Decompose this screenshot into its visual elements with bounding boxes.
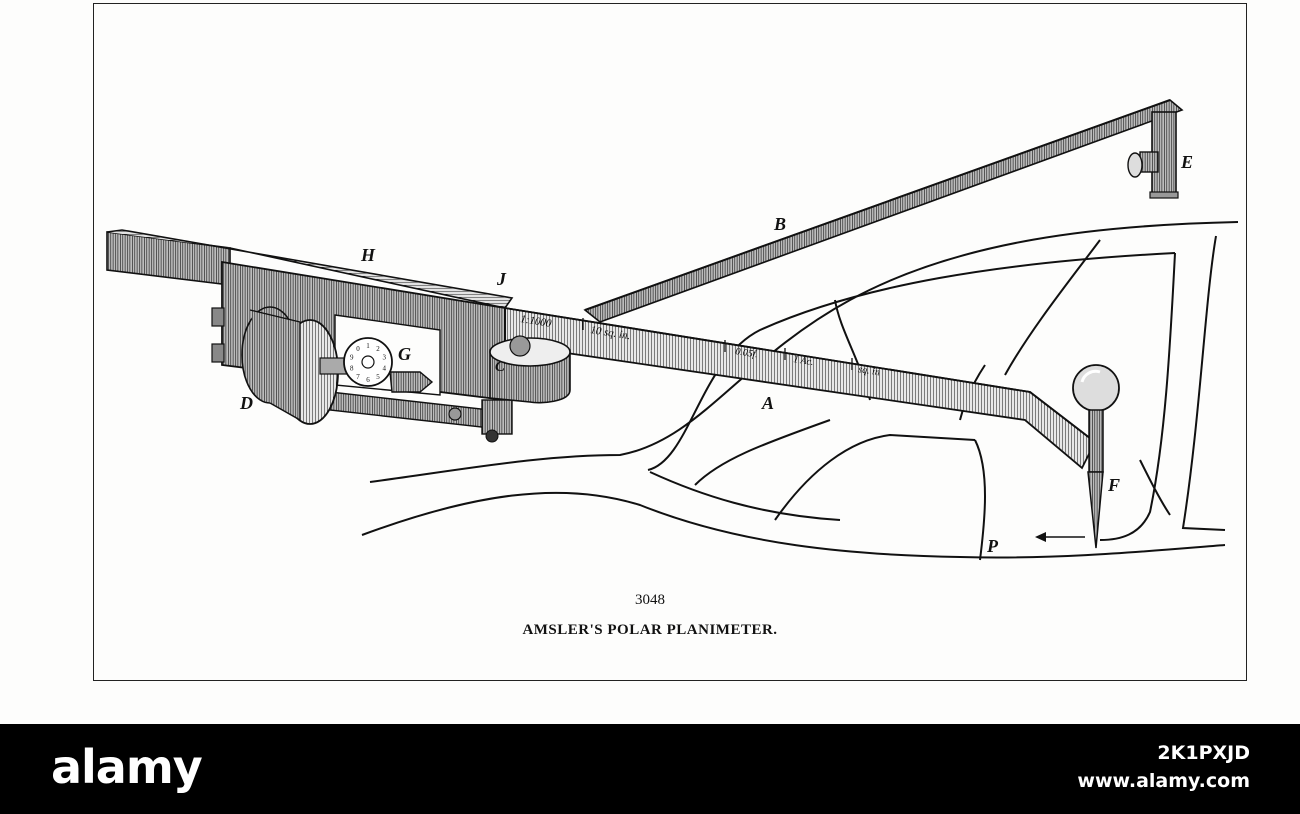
label-h: H bbox=[360, 245, 376, 265]
label-a: A bbox=[761, 393, 774, 413]
brand-logo[interactable]: alamy bbox=[51, 740, 203, 794]
label-e: E bbox=[1180, 152, 1193, 172]
image-id: 2K1PXJD bbox=[1157, 742, 1250, 764]
dial-digit: 2 bbox=[376, 345, 380, 353]
site-url[interactable]: www.alamy.com bbox=[1077, 770, 1250, 792]
label-j: J bbox=[496, 269, 507, 289]
part-labels: A B C D E F G H J P bbox=[239, 152, 1193, 556]
measuring-wheel-d bbox=[241, 306, 351, 425]
label-p: P bbox=[986, 536, 999, 556]
label-f: F bbox=[1107, 475, 1120, 495]
arm-scale-marks: 1:1000 10 sq. in. 0.05f. 1 Ac. sq. in bbox=[520, 313, 881, 378]
dial-digit: 9 bbox=[350, 354, 354, 362]
map-parcels bbox=[361, 221, 1239, 561]
label-g: G bbox=[398, 344, 411, 364]
dial-digit: 6 bbox=[366, 376, 370, 384]
scale-mark-005f: 0.05f. bbox=[735, 346, 759, 360]
scale-mark-ratio: 1:1000 bbox=[520, 313, 553, 330]
dial-digit: 1 bbox=[366, 342, 370, 350]
counter-dial-g bbox=[343, 337, 434, 393]
watermark-banner: alamy 2K1PXJD www.alamy.com bbox=[0, 724, 1300, 814]
pole-weight-e bbox=[1127, 111, 1179, 199]
tracer-point-f bbox=[1072, 364, 1120, 549]
dial-digit: 7 bbox=[356, 373, 360, 381]
label-d: D bbox=[239, 393, 253, 413]
dial-digit: 3 bbox=[382, 354, 386, 362]
dial-digit: 4 bbox=[382, 364, 386, 372]
figure-number: 3048 bbox=[635, 592, 665, 608]
label-c: C bbox=[495, 359, 506, 375]
dial-digit: 8 bbox=[350, 364, 354, 372]
scale-mark-1ac: 1 Ac. bbox=[793, 354, 815, 368]
pivot-c bbox=[489, 335, 571, 404]
pole-arm-b bbox=[583, 99, 1184, 323]
label-b: B bbox=[773, 214, 786, 234]
figure-caption: AMSLER'S POLAR PLANIMETER. bbox=[522, 622, 778, 638]
scale-mark-sqin: sq. in bbox=[858, 364, 881, 378]
dial-digit: 5 bbox=[376, 373, 380, 381]
dial-digit: 0 bbox=[356, 345, 360, 353]
direction-arrow bbox=[1035, 532, 1085, 542]
